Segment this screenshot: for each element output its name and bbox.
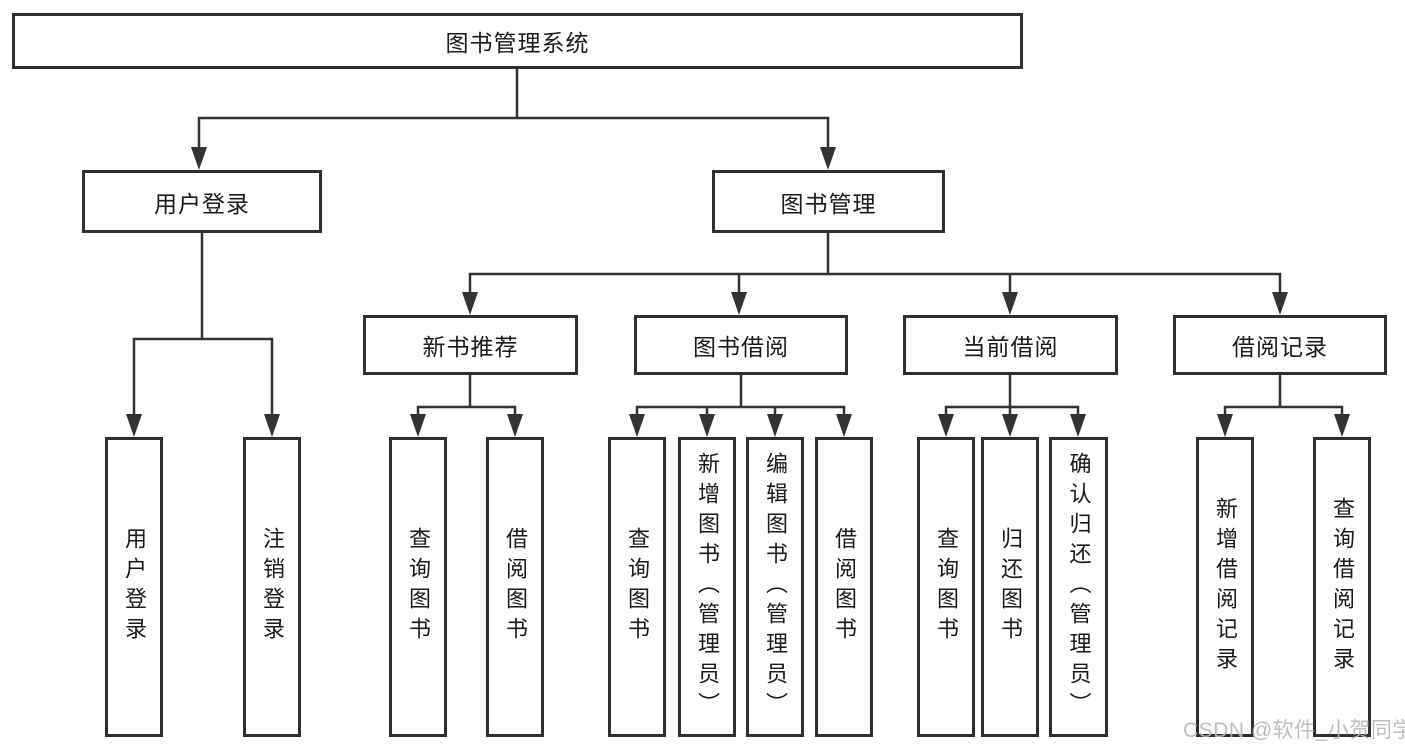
node-user-login-label: 用户登录 [154,190,250,217]
leaf-user-login-label: 用户登录 [122,527,147,647]
leaf-logout: 注销登录 [243,437,301,737]
leaf-query-borrow-record-label: 查询借阅记录 [1330,497,1355,677]
node-book-management-label: 图书管理 [780,190,877,217]
leaf-confirm-return-admin-label: 确认归还（管理员） [1066,452,1092,722]
leaf-return-books-label: 归还图书 [998,527,1023,647]
leaf-query-books-1-label: 查询图书 [406,527,431,647]
leaf-query-books-1: 查询图书 [389,437,447,737]
node-borrowing-records-label: 借阅记录 [1232,334,1328,360]
leaf-edit-books-admin: 编辑图书（管理员） [746,437,804,737]
leaf-query-borrow-record: 查询借阅记录 [1313,437,1371,737]
leaf-add-borrow-record-label: 新增借阅记录 [1213,497,1238,677]
leaf-confirm-return-admin: 确认归还（管理员） [1049,437,1108,737]
leaf-query-books-2-label: 查询图书 [625,527,650,647]
node-book-borrowing-label: 图书借阅 [693,334,789,360]
node-current-borrowing-label: 当前借阅 [962,334,1059,360]
connector-records-to-leaves [1223,375,1344,414]
connector-newbooks-to-leaves [416,375,517,414]
connector-borrow-to-leaves [635,375,846,414]
leaf-add-borrow-record: 新增借阅记录 [1196,437,1254,737]
leaf-logout-label: 注销登录 [260,527,285,647]
leaf-edit-books-admin-label: 编辑图书（管理员） [763,452,788,722]
leaf-user-login: 用户登录 [105,437,163,737]
leaf-return-books: 归还图书 [981,437,1039,737]
node-book-borrowing: 图书借阅 [634,315,848,375]
leaf-add-books-admin-label: 新增图书（管理员） [695,452,720,722]
connector-bookmgmt-to-level3 [468,233,1282,292]
node-new-book-recommend-label: 新书推荐 [422,334,519,360]
leaf-query-books-3: 查询图书 [917,437,975,737]
connector-root-to-level2 [197,69,830,147]
connector-userlogin-to-leaves [132,233,274,414]
leaf-borrow-books-1-label: 借阅图书 [503,527,528,647]
node-root-label: 图书管理系统 [445,30,590,56]
node-user-login: 用户登录 [82,170,322,233]
leaf-add-books-admin: 新增图书（管理员） [678,437,736,737]
leaf-borrow-books-2-label: 借阅图书 [832,527,857,647]
node-book-management: 图书管理 [712,170,945,233]
node-root: 图书管理系统 [12,13,1023,69]
leaf-borrow-books-1: 借阅图书 [486,437,544,737]
node-borrowing-records: 借阅记录 [1173,315,1387,375]
arrow-heads [126,147,1350,437]
csdn-watermark: CSDN @软件_小贺同学 [1183,719,1405,742]
node-current-borrowing: 当前借阅 [903,315,1118,375]
leaf-borrow-books-2: 借阅图书 [815,437,873,737]
leaf-query-books-3-label: 查询图书 [934,527,959,647]
node-new-book-recommend: 新书推荐 [363,315,578,375]
connector-current-to-leaves [944,375,1080,414]
leaf-query-books-2: 查询图书 [608,437,666,737]
